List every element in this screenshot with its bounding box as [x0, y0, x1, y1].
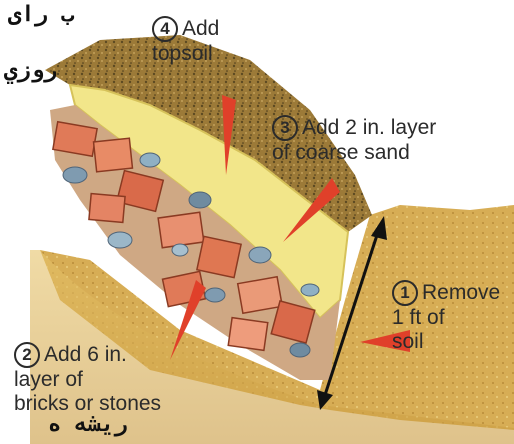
step-4-number: 4: [152, 16, 178, 42]
step-3-number: 3: [272, 115, 298, 141]
overlay-text-top: ب راى: [8, 2, 74, 27]
overlay-text-second: روزي: [4, 58, 57, 83]
overlay-text-bottom: ريشه ه: [48, 412, 127, 437]
step-2-number: 2: [14, 342, 40, 368]
step-1-number: 1: [392, 280, 418, 306]
